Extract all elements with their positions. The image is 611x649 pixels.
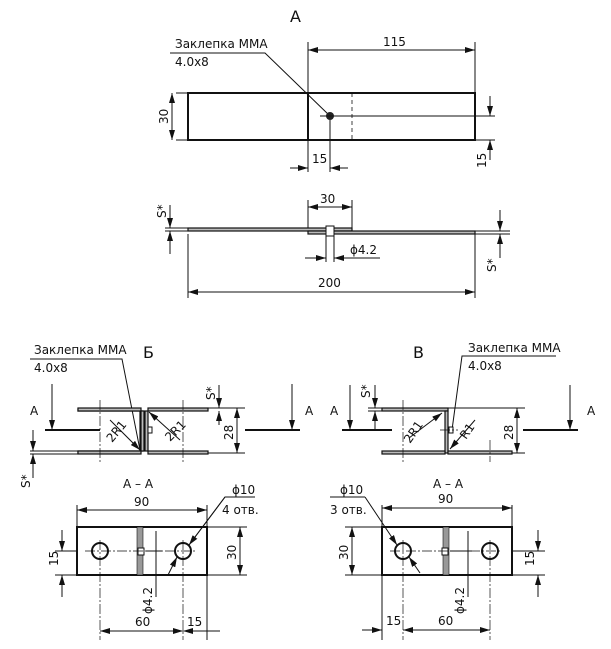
rivet-label: Заклепка ММА [468, 341, 561, 355]
dim-30: 30 [157, 109, 171, 124]
rivet-icon [325, 225, 335, 237]
dim-15-left: 15 [47, 551, 61, 566]
dim-30: 30 [225, 545, 239, 560]
hole-dia: ϕ10 [340, 483, 363, 497]
dim-15-bottom: 15 [386, 614, 401, 628]
s-right: S* [485, 258, 499, 272]
view-a: А Заклепка ММА 4.0x8 115 30 15 15 30 ϕ4.… [155, 7, 510, 298]
s-bottom: S* [19, 474, 33, 488]
hole-count: 3 отв. [330, 503, 367, 517]
rivet-hole: ϕ4.2 [141, 587, 155, 614]
section-mark-left: А [30, 404, 39, 418]
plate-lower [307, 230, 476, 235]
view-a-title: А [290, 7, 301, 26]
side-dim-30: 30 [320, 192, 335, 206]
hole-dia: ϕ10 [232, 483, 255, 497]
dim-60: 60 [438, 614, 453, 628]
section-title: А – А [123, 477, 154, 491]
radius-right: 2R1 [162, 418, 189, 445]
dim-200: 200 [318, 276, 341, 290]
section-mark-left: А [330, 404, 339, 418]
rivet-size: 4.0x8 [175, 55, 209, 69]
dim-28: 28 [502, 425, 516, 440]
rivet-label: Заклепка ММА [34, 343, 127, 357]
hole-dia: ϕ4.2 [350, 243, 377, 257]
dim-90: 90 [134, 495, 149, 509]
dim-15-v: 15 [475, 153, 489, 168]
section-mark-right: А [587, 404, 596, 418]
s-top: S* [359, 384, 373, 398]
s-left: S* [155, 204, 169, 218]
rivet-hole: ϕ4.2 [453, 587, 467, 614]
dim-30: 30 [337, 545, 351, 560]
hole-count: 4 отв. [222, 503, 259, 517]
dim-60: 60 [135, 615, 150, 629]
rivet-icon [147, 426, 153, 434]
view-v: В Заклепка ММА 4.0x8 2R1 R1 А А S* 28 А … [330, 341, 596, 640]
dim-15-right: 15 [523, 551, 537, 566]
dim-115: 115 [383, 35, 406, 49]
view-b-title: Б [143, 343, 154, 362]
section-mark-right: А [305, 404, 314, 418]
view-b: Б Заклепка ММА 4.0x8 2R1 2R1 А А S* S* 2… [19, 343, 314, 640]
plate-upper [187, 227, 353, 232]
section-title: А – А [433, 477, 464, 491]
radius-left: 2R1 [104, 418, 130, 445]
rivet-size: 4.0x8 [34, 361, 68, 375]
radius-right: R1 [457, 421, 478, 442]
dim-28: 28 [222, 425, 236, 440]
rivet-label: Заклепка ММА [175, 37, 268, 51]
dim-15-h: 15 [312, 152, 327, 166]
dim-90: 90 [438, 492, 453, 506]
radius-left: 2R1 [401, 418, 426, 445]
rivet-size: 4.0x8 [468, 359, 502, 373]
view-v-title: В [413, 343, 424, 362]
dim-15-bottom: 15 [187, 615, 202, 629]
s-top: S* [204, 386, 218, 400]
